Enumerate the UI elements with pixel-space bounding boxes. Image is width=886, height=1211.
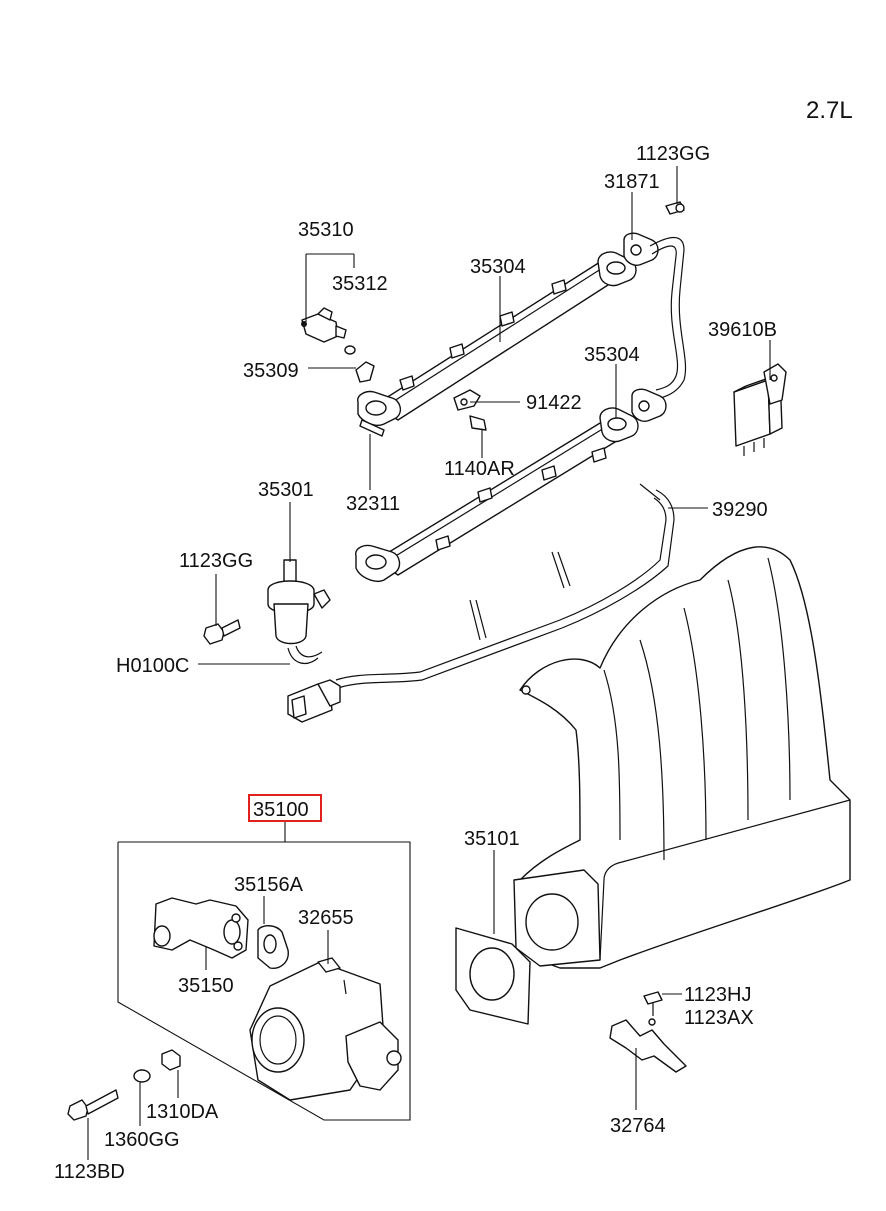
part-label-31871[interactable]: 31871: [604, 171, 660, 193]
part-label-1310da[interactable]: 1310DA: [146, 1101, 219, 1123]
highlight-box-35100: [248, 794, 322, 822]
part-label-35310[interactable]: 35310: [298, 219, 354, 241]
part-label-32655[interactable]: 32655: [298, 907, 354, 929]
gasket-drawing: [455, 927, 531, 1025]
part-label-91422[interactable]: 91422: [526, 392, 582, 414]
part-label-32311[interactable]: 32311: [346, 493, 400, 515]
part-label-35156a[interactable]: 35156A: [234, 874, 304, 896]
engine-label: 2.7L: [806, 97, 853, 124]
injector-drawing: [301, 307, 487, 437]
fuel-rail-lower-drawing: [355, 407, 639, 582]
part-label-1123gg-left[interactable]: 1123GG: [179, 550, 253, 572]
part-label-h0100c[interactable]: H0100C: [116, 655, 189, 677]
bracket-drawing: [609, 991, 687, 1073]
part-label-35304-lower[interactable]: 35304: [584, 344, 640, 366]
part-label-32764[interactable]: 32764: [610, 1115, 666, 1137]
leader-lines: [87, 166, 771, 1160]
part-label-1123hj[interactable]: 1123HJ: [684, 984, 751, 1006]
part-label-35309[interactable]: 35309: [243, 360, 299, 382]
part-label-1123ax[interactable]: 1123AX: [684, 1007, 754, 1029]
part-label-39290[interactable]: 39290: [712, 499, 768, 521]
part-label-35100[interactable]: 35100: [253, 799, 309, 821]
bolt-1123gg-drawing: [203, 619, 241, 645]
part-label-1360gg[interactable]: 1360GG: [104, 1129, 180, 1151]
part-label-1123gg-top[interactable]: 1123GG: [636, 143, 710, 165]
fastener-hardware-drawing: [67, 1049, 181, 1121]
part-label-35101[interactable]: 35101: [464, 828, 520, 850]
part-label-1123bd[interactable]: 1123BD: [54, 1161, 125, 1183]
relay-drawing: [733, 363, 787, 456]
part-label-35150[interactable]: 35150: [178, 975, 234, 997]
part-label-39610b[interactable]: 39610B: [708, 319, 777, 341]
wiring-harness-drawing: [287, 483, 675, 723]
pressure-regulator-drawing: [267, 559, 331, 665]
part-label-35304-upper[interactable]: 35304: [470, 256, 526, 278]
fuel-crossover-pipe-drawing: [623, 201, 687, 422]
part-label-35301[interactable]: 35301: [258, 479, 314, 501]
throttle-body-drawing: [153, 897, 402, 1101]
fuel-rail-upper-drawing: [357, 251, 637, 426]
part-label-1140ar[interactable]: 1140AR: [444, 458, 515, 480]
part-label-35312[interactable]: 35312: [332, 273, 388, 295]
intake-manifold-drawing: [513, 546, 851, 969]
